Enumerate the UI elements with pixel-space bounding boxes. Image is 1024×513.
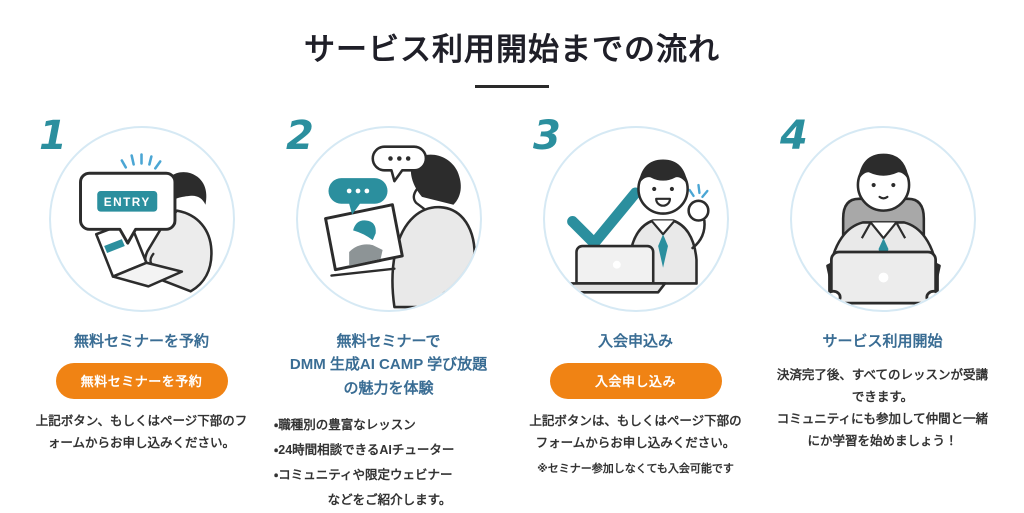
step-3-number: 3 [533,113,561,159]
step-3-title: 入会申込み [597,333,673,350]
step-4-illustration [789,126,976,312]
step-3-description: 上記ボタンは、もしくはページ下部の フォームからお申し込みください。 [529,414,742,451]
step-3-illustration [542,126,729,312]
step-1-number: 1 [39,113,67,159]
step-3: 3 [519,116,752,513]
step-2-number: 2 [286,113,314,159]
bullet-suffix: などをご紹介します。 [327,492,452,507]
step-3-note: ※セミナー参加しなくても入会可能です [537,463,734,475]
laptop-icon [824,250,942,305]
step-1-illustration: ENTRY [48,126,235,312]
heading-underline [475,85,549,88]
reserve-seminar-button[interactable]: 無料セミナーを予約 [55,363,228,400]
step-2-bullet-list: ・職種別の豊富なレッスン ・24時間相談できるAIチューター ・コミュニティや限… [272,413,505,513]
entry-illustration: ENTRY [78,153,213,293]
steps-row: 1 [0,116,1024,513]
step-4-title: サービス利用開始 [822,333,943,350]
join-button[interactable]: 入会申し込み [549,363,722,400]
page-title: サービス利用開始までの流れ [304,32,720,67]
bullet-item: ・コミュニティや限定ウェビナー [274,467,453,482]
step-2: 2 [272,116,505,513]
step-4-description: 決済完了後、すべてのレッスンが受講 できます。 コミュニティにも参加して仲間と一… [776,368,989,448]
speech-bubble-icon: ENTRY [78,171,176,245]
step-1: 1 [25,116,258,513]
join-illustration [566,159,710,294]
speech-bubble-icon [371,145,427,183]
step-4-number: 4 [780,113,808,159]
step-4: 4 [766,116,999,513]
service-start-illustration [824,153,942,305]
desk-line [329,267,396,277]
sparkles-icon [120,153,161,170]
laptop-icon [323,203,404,272]
online-seminar-illustration [323,145,476,309]
laptop-icon [568,244,666,294]
bullet-item: ・職種別の豊富なレッスン [274,417,416,432]
step-1-description: 上記ボタン、もしくはページ下部のフ ォームからお申し込みください。 [35,414,248,451]
bullet-item: ・24時間相談できるAIチューター [274,442,455,457]
entry-badge-label: ENTRY [103,195,150,209]
step-2-illustration [295,126,482,312]
sparkles-icon [687,183,709,199]
checkmark-icon [566,187,641,249]
entry-badge [96,190,157,212]
step-2-title: 無料セミナーで DMM 生成AI CAMP 学び放題 の魅力を体験 [289,333,488,397]
step-1-title: 無料セミナーを予約 [73,333,209,350]
teal-speech-bubble-icon [327,178,388,215]
person-illustration [390,154,476,309]
